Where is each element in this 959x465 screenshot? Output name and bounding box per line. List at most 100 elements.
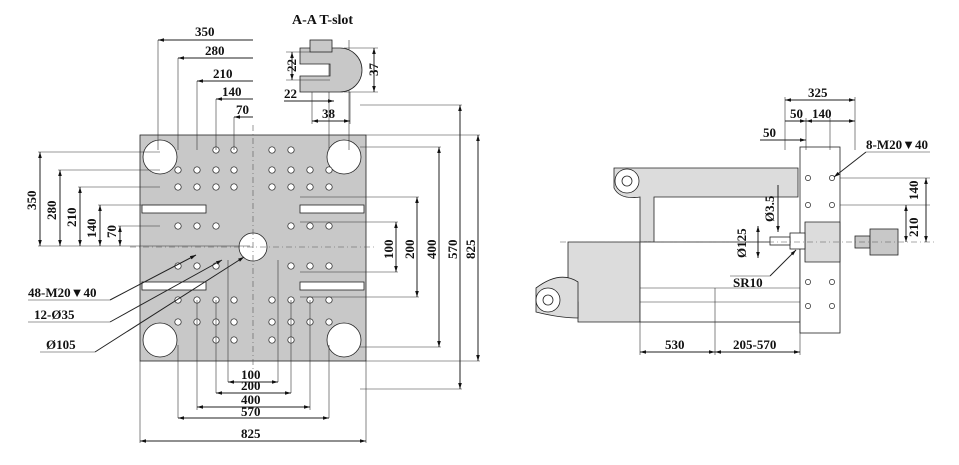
bolt-hole xyxy=(325,166,333,174)
tie-bar-hole-bl xyxy=(142,322,178,358)
section-dim-22-vertical: 22 xyxy=(284,59,299,72)
frame-left xyxy=(567,241,641,323)
side-dim-dia-125: Ø125 xyxy=(734,228,749,258)
right-dim-825: 825 xyxy=(463,239,478,259)
side-callout-bolt-holes: 8-M20▼40 xyxy=(866,137,928,152)
t-slot xyxy=(299,281,365,291)
left-dim-350: 350 xyxy=(24,191,39,211)
bolt-hole xyxy=(306,262,314,270)
section-dim-38: 38 xyxy=(322,106,336,121)
bolt-hole xyxy=(212,222,220,230)
side-bolt-hole xyxy=(805,202,811,208)
side-dim-dia-3-5: Ø3.5 xyxy=(762,195,777,222)
bolt-hole xyxy=(230,166,238,174)
bolt-hole xyxy=(325,262,333,270)
side-bolt-hole xyxy=(829,303,835,309)
callout-bolt-holes: 48-M20▼40 xyxy=(28,285,96,300)
top-dim-280: 280 xyxy=(205,43,225,58)
side-dim-50-b: 50 xyxy=(790,106,803,121)
bolt-hole xyxy=(287,262,295,270)
bolt-hole xyxy=(230,296,238,304)
bolt-hole xyxy=(287,146,295,154)
right-dim-100: 100 xyxy=(381,240,396,260)
t-slot-section: A-A T-slot 22 37 22 38 xyxy=(284,13,381,124)
bolt-hole xyxy=(268,336,276,344)
side-view: 325 50 50 140 8-M20▼40 140 210 Ø3.5 Ø125… xyxy=(535,85,935,355)
tie-bar-hole-tl xyxy=(142,139,178,175)
bolt-hole xyxy=(193,183,201,191)
side-bolt-hole xyxy=(829,279,835,285)
section-title: A-A T-slot xyxy=(292,13,353,28)
top-dim-140: 140 xyxy=(222,84,242,99)
bolt-hole xyxy=(268,318,276,326)
top-dim-70: 70 xyxy=(236,102,249,117)
section-dim-22-horizontal: 22 xyxy=(284,86,297,101)
bolt-hole xyxy=(230,336,238,344)
front-view: 350 280 210 140 70 350 280 210 140 70 xyxy=(24,24,480,443)
bottom-dim-400: 400 xyxy=(241,392,261,407)
bolt-hole xyxy=(325,183,333,191)
side-bolt-hole xyxy=(805,303,811,309)
side-bolt-hole xyxy=(829,202,835,208)
bolt-hole xyxy=(193,166,201,174)
left-dim-70: 70 xyxy=(104,225,119,238)
right-dim-570: 570 xyxy=(445,240,460,260)
bolt-hole xyxy=(268,166,276,174)
side-bolt-holes xyxy=(805,175,835,309)
t-slot xyxy=(299,204,365,214)
bottom-dim-825: 825 xyxy=(241,426,261,441)
bolt-hole xyxy=(306,222,314,230)
bottom-dim-570: 570 xyxy=(241,404,261,419)
section-dim-37: 37 xyxy=(366,63,381,77)
bolt-hole xyxy=(325,222,333,230)
bolt-hole xyxy=(174,222,182,230)
bolt-hole xyxy=(230,318,238,326)
bolt-hole xyxy=(325,318,333,326)
bolt-hole xyxy=(268,183,276,191)
toggle-link xyxy=(613,167,799,243)
bolt-hole xyxy=(212,166,220,174)
side-dim-530: 530 xyxy=(665,337,685,352)
left-dim-280: 280 xyxy=(44,201,59,221)
side-bolt-hole xyxy=(829,175,835,181)
callout-center-hole: Ø105 xyxy=(46,337,76,352)
bolt-hole xyxy=(174,318,182,326)
side-dim-140: 140 xyxy=(812,106,832,121)
bolt-hole xyxy=(325,296,333,304)
side-bolt-hole xyxy=(805,175,811,181)
side-dim-140-right: 140 xyxy=(906,181,921,201)
bolt-hole xyxy=(193,262,201,270)
top-dim-210: 210 xyxy=(213,66,233,81)
bolt-hole xyxy=(193,222,201,230)
bolt-hole xyxy=(212,183,220,191)
side-bolt-hole xyxy=(805,279,811,285)
tie-bar-hole-br xyxy=(326,322,362,358)
side-dim-sr10: SR10 xyxy=(733,275,763,290)
bolt-hole xyxy=(306,183,314,191)
tie-bar-hole-tr xyxy=(326,139,362,175)
bolt-hole xyxy=(287,183,295,191)
bottom-dim-200: 200 xyxy=(241,378,261,393)
top-dim-350: 350 xyxy=(195,24,215,39)
side-dim-325: 325 xyxy=(808,85,828,100)
side-dim-205-570: 205-570 xyxy=(733,337,776,352)
bolt-hole xyxy=(268,146,276,154)
left-dim-140: 140 xyxy=(84,219,99,239)
bolt-hole xyxy=(230,183,238,191)
nozzle-tip xyxy=(769,236,791,246)
side-dim-50-a: 50 xyxy=(763,125,776,140)
bolt-hole xyxy=(287,166,295,174)
right-dim-200: 200 xyxy=(402,240,417,260)
bolt-hole xyxy=(174,166,182,174)
bolt-hole xyxy=(287,222,295,230)
bolt-hole xyxy=(268,296,276,304)
bolt-hole-pattern xyxy=(174,146,333,344)
right-dim-400: 400 xyxy=(424,240,439,260)
bottom-dim-100: 100 xyxy=(241,367,261,382)
left-dim-210: 210 xyxy=(64,208,79,228)
t-slot-neck xyxy=(309,39,333,53)
callout-small-holes: 12-Ø35 xyxy=(34,307,75,322)
side-dim-210-right: 210 xyxy=(906,218,921,238)
